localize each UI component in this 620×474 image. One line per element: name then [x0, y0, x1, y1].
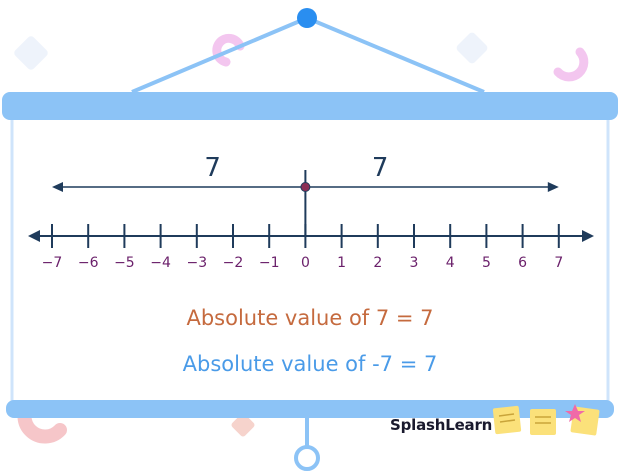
board-surface — [10, 116, 610, 410]
distance-right-arrow-icon — [547, 182, 559, 192]
number-line: −7 −6 −5 −4 −3 −2 −1 0 1 2 3 4 5 6 7 7 7 — [28, 153, 594, 271]
absolute-value-statement-negative: Absolute value of -7 = 7 — [182, 352, 438, 376]
absolute-value-statement-positive: Absolute value of 7 = 7 — [186, 306, 434, 330]
hanging-pin — [297, 8, 317, 28]
top-rail — [2, 92, 618, 120]
tick-label: 0 — [301, 255, 310, 271]
deco-diamond-right — [456, 32, 488, 64]
tick-label: −7 — [42, 255, 63, 271]
axis-left-arrow-icon — [28, 230, 40, 242]
tick-label: −6 — [78, 255, 99, 271]
deco-pink-arc-top — [212, 33, 245, 67]
deco-peach-diamond — [231, 413, 255, 437]
deco-diamond-left — [14, 36, 48, 70]
brand-logo: SplashLearn — [390, 416, 493, 434]
tick-label: 2 — [373, 255, 382, 271]
hanging-string — [131, 16, 485, 94]
sticky-notes-icon — [492, 404, 600, 436]
axis-right-arrow-icon — [582, 230, 594, 242]
pull-ring — [294, 445, 320, 471]
tick-label: 4 — [446, 255, 455, 271]
tick-label: −3 — [186, 255, 207, 271]
tick-label: 7 — [554, 255, 563, 271]
left-distance-label: 7 — [204, 153, 221, 183]
origin-point — [300, 182, 311, 192]
deco-pink-arc-right — [553, 47, 589, 82]
tick-label: 1 — [337, 255, 346, 271]
tick-label: −1 — [259, 255, 280, 271]
bottom-rail — [6, 400, 614, 418]
tick-label: 3 — [410, 255, 419, 271]
right-distance-label: 7 — [372, 153, 389, 183]
tick-label: 6 — [518, 255, 527, 271]
tick-label: 5 — [482, 255, 491, 271]
distance-left-arrow-icon — [52, 182, 63, 192]
tick-label: −5 — [114, 255, 135, 271]
tick-label: −2 — [223, 255, 244, 271]
tick-label: −4 — [150, 255, 171, 271]
